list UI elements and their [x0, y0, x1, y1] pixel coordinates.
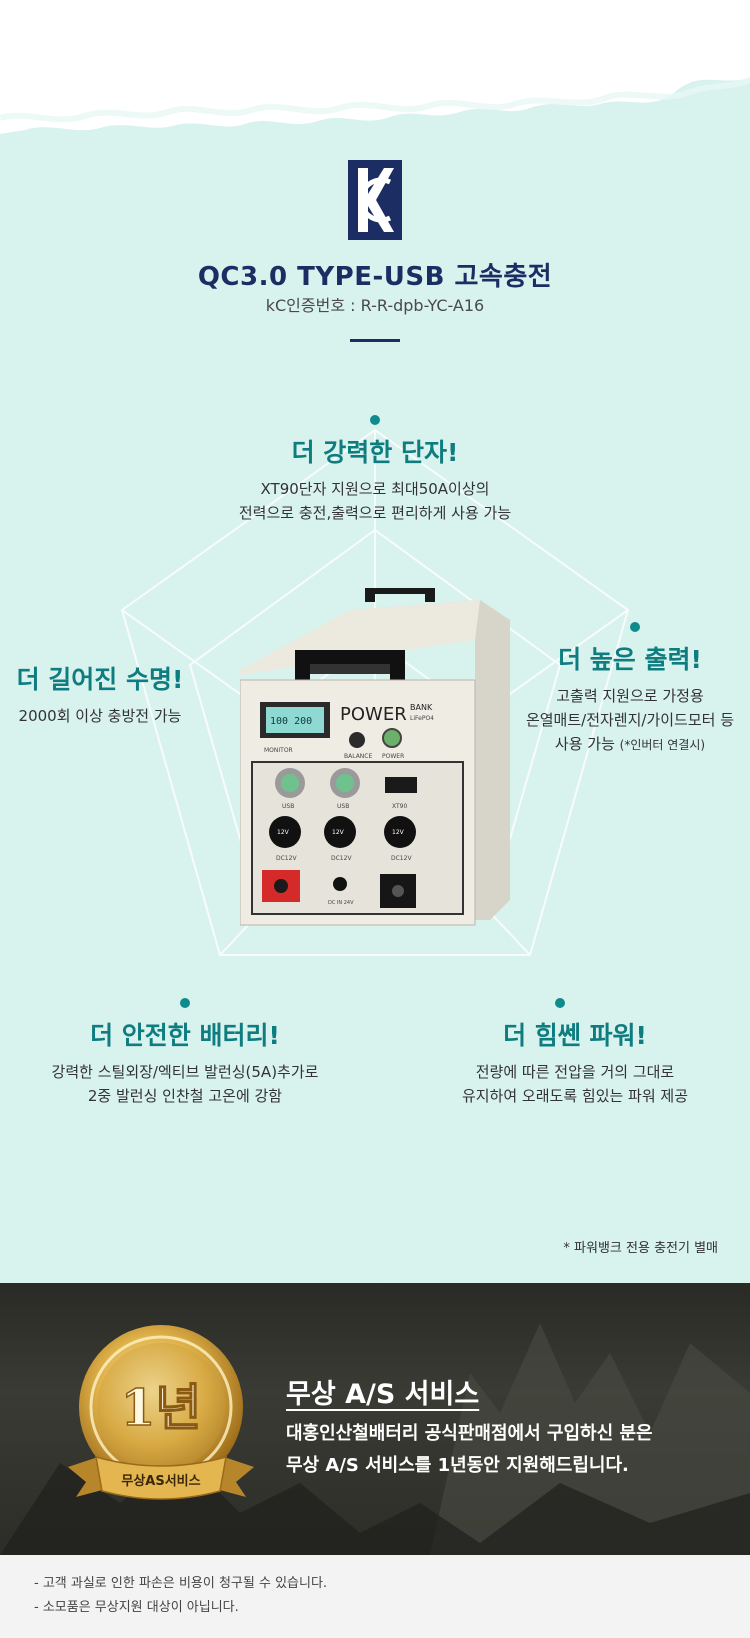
service-title: 무상 A/S 서비스	[286, 1379, 480, 1410]
label-usb: USB	[282, 803, 294, 810]
feature-power: 더 힘쎈 파워! 전량에 따른 전압을 거의 그대로 유지하여 오래도록 힘있는…	[420, 998, 730, 1108]
feature-desc-line: 전력으로 충전,출력으로 편리하게 사용 가능	[238, 504, 512, 522]
bullet-dot	[180, 998, 190, 1008]
bullet-dot	[630, 622, 640, 632]
label-dc12v: DC12V	[391, 855, 412, 862]
feature-terminal: 더 강력한 단자! XT90단자 지원으로 최대50A이상의 전력으로 충전,출…	[175, 415, 575, 525]
one-year-as-badge: 1년 무상AS서비스	[68, 1325, 254, 1500]
feature-title: 더 높은 출력!	[558, 645, 702, 674]
label-socket: 12V	[277, 829, 290, 836]
label-xt90: XT90	[392, 803, 407, 810]
feature-desc-line: 온열매트/전자렌지/가이드모터 등	[525, 711, 735, 729]
label-socket: 12V	[392, 829, 405, 836]
feature-desc-line: 사용 가능 (*인버터 연결시)	[510, 732, 750, 757]
service-desc-line: 대홍인산철배터리 공식판매점에서 구입하신 분은	[286, 1423, 653, 1444]
label-socket: 12V	[332, 829, 345, 836]
monitor-readout: 100 200	[270, 716, 312, 727]
title-divider	[350, 339, 400, 342]
feature-description: 강력한 스틸외장/엑티브 발런싱(5A)추가로 2중 발런싱 인찬철 고온에 강…	[20, 1060, 350, 1108]
label-balance: BALANCE	[344, 753, 372, 760]
service-description: 대홍인산철배터리 공식판매점에서 구입하신 분은 무상 A/S 서비스를 1년동…	[286, 1418, 653, 1482]
feature-lifespan: 더 길어진 수명! 2000회 이상 충방전 가능	[0, 660, 200, 728]
model-text: LiFePO4	[410, 715, 434, 722]
paper-edge-decoration	[0, 0, 750, 134]
feature-desc-note: (*인버터 연결시)	[619, 738, 706, 752]
certification-number: kC인증번호 : R-R-dpb-YC-A16	[265, 296, 485, 315]
feature-title: 더 안전한 배터리!	[90, 1021, 280, 1050]
feature-desc-line: 2000회 이상 충방전 가능	[18, 707, 182, 725]
bullet-dot	[555, 998, 565, 1008]
kc-certification-logo	[348, 160, 402, 240]
feature-desc-line: 2중 발런싱 인찬철 고온에 강함	[87, 1087, 283, 1105]
charger-sold-separately-note: * 파워뱅크 전용 충전기 별매	[563, 1241, 718, 1256]
label-dc12v: DC12V	[331, 855, 352, 862]
brand-text: POWER	[340, 704, 407, 725]
certification-title: QC3.0 TYPE-USB 고속충전	[197, 262, 553, 292]
feature-description: 전량에 따른 전압을 거의 그대로 유지하여 오래도록 힘있는 파워 제공	[420, 1060, 730, 1108]
brand-sub-text: BANK	[410, 703, 433, 712]
feature-description: 고출력 지원으로 가정용 온열매트/전자렌지/가이드모터 등 사용 가능 (*인…	[510, 684, 750, 757]
label-dc-in: DC IN 24V	[328, 900, 354, 906]
feature-title: 더 힘쎈 파워!	[503, 1021, 647, 1050]
label-monitor: MONITOR	[264, 747, 293, 754]
bullet-dot	[370, 415, 380, 425]
badge-label-text: 무상AS서비스	[121, 1474, 200, 1489]
footnote-line: - 고객 과실로 인한 파손은 비용이 청구될 수 있습니다.	[34, 1576, 328, 1591]
feature-desc-line: 유지하여 오래도록 힘있는 파워 제공	[461, 1087, 689, 1105]
power-bank-product-image: 100 200 MONITOR POWER BANK LiFePO4 BALAN…	[240, 588, 510, 926]
badge-year-text: 1년	[121, 1378, 202, 1437]
footnotes: - 고객 과실로 인한 파손은 비용이 청구될 수 있습니다. - 소모품은 무…	[0, 1555, 750, 1638]
label-usb: USB	[337, 803, 349, 810]
feature-desc-text: 사용 가능	[554, 735, 615, 753]
feature-section: QC3.0 TYPE-USB 고속충전 kC인증번호 : R-R-dpb-YC-…	[0, 0, 750, 1283]
service-desc-line: 무상 A/S 서비스를 1년동안 지원해드립니다.	[286, 1455, 629, 1476]
feature-desc-line: 전량에 따른 전압을 거의 그대로	[475, 1063, 675, 1081]
feature-title: 더 강력한 단자!	[291, 438, 459, 467]
feature-safety: 더 안전한 배터리! 강력한 스틸외장/엑티브 발런싱(5A)추가로 2중 발런…	[20, 998, 350, 1108]
feature-desc-line: 강력한 스틸외장/엑티브 발런싱(5A)추가로	[51, 1063, 319, 1081]
footnote-line: - 소모품은 무상지원 대상이 아닙니다.	[34, 1600, 239, 1615]
feature-title: 더 길어진 수명!	[16, 665, 184, 694]
feature-description: XT90단자 지원으로 최대50A이상의 전력으로 충전,출력으로 편리하게 사…	[175, 477, 575, 525]
feature-output: 더 높은 출력! 고출력 지원으로 가정용 온열매트/전자렌지/가이드모터 등 …	[510, 622, 750, 757]
feature-desc-line: XT90단자 지원으로 최대50A이상의	[260, 480, 490, 498]
label-power: POWER	[382, 753, 404, 760]
feature-description: 2000회 이상 충방전 가능	[0, 704, 200, 728]
feature-desc-line: 고출력 지원으로 가정용	[556, 687, 704, 705]
label-dc12v: DC12V	[276, 855, 297, 862]
